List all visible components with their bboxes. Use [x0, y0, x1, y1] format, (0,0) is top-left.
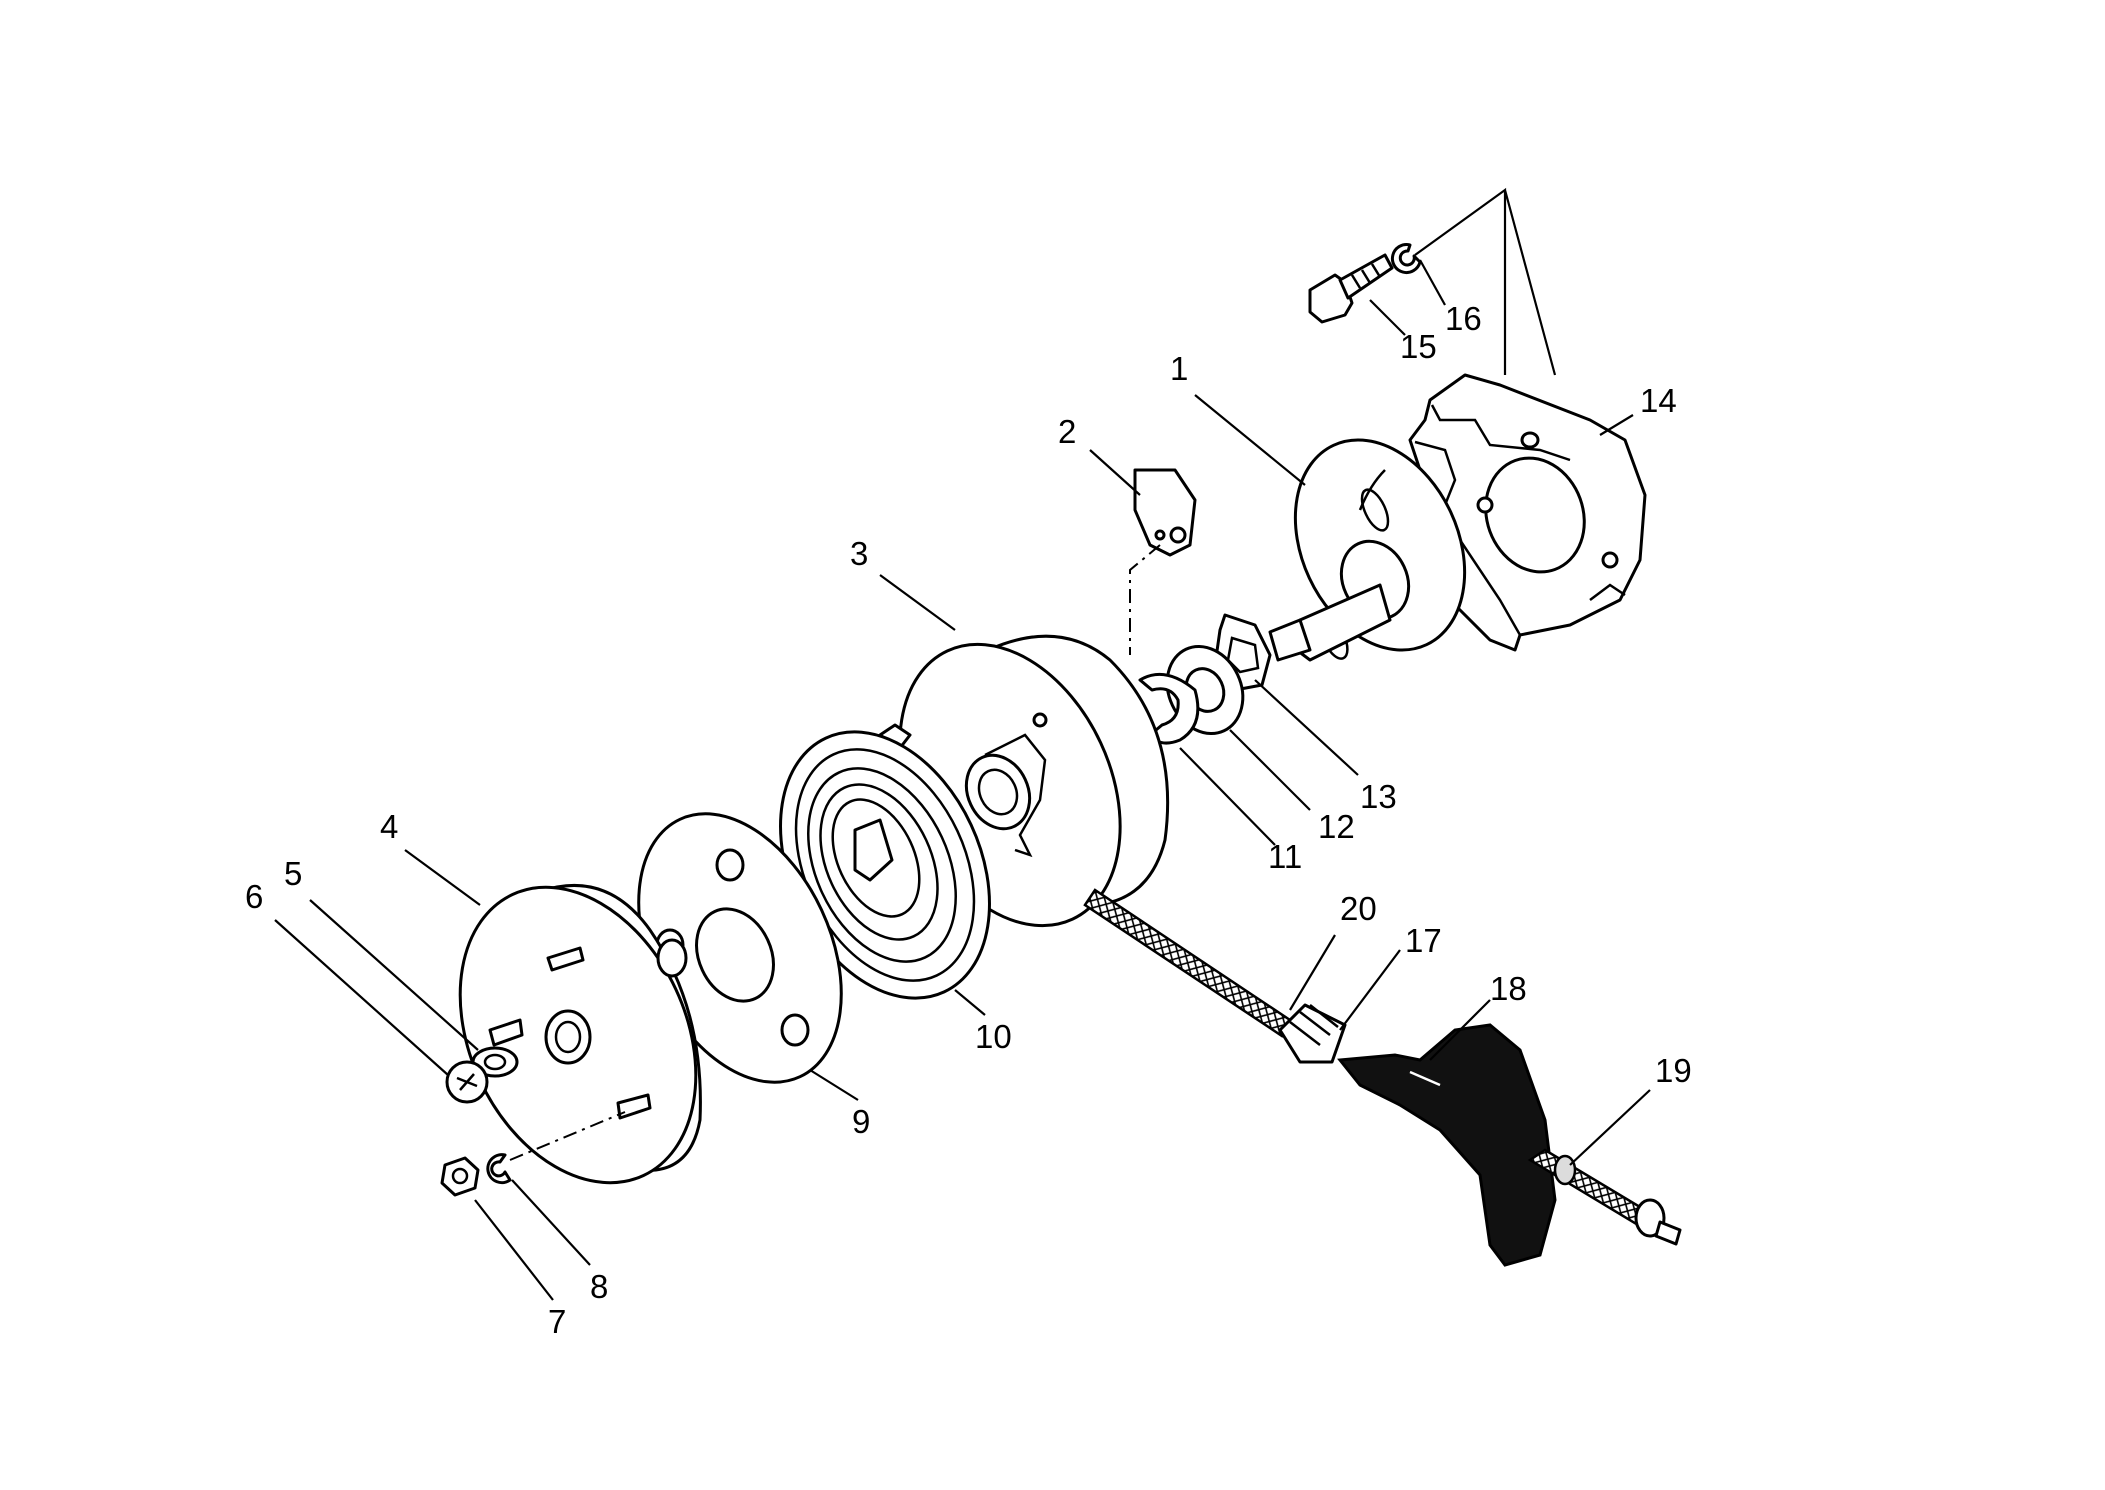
label-part-10: 10 [975, 1018, 1012, 1055]
mounting-bracket-part [1408, 373, 1647, 652]
label-part-11: 11 [1268, 838, 1302, 875]
lock-washer-part [1391, 243, 1422, 275]
starter-rope-part [1083, 888, 1292, 1038]
housing-cover-part [458, 884, 702, 1185]
rope-guide-part [1278, 1003, 1347, 1064]
label-part-8: 8 [590, 1268, 608, 1305]
label-part-12: 12 [1318, 808, 1355, 845]
bolt-part [1308, 253, 1394, 324]
label-part-1: 1 [1170, 350, 1188, 387]
screw-part [445, 1060, 489, 1104]
label-part-2: 2 [1058, 413, 1076, 450]
starter-handle-part [1337, 1023, 1557, 1267]
pulley-plate-part [1268, 438, 1467, 662]
label-part-6: 6 [245, 878, 263, 915]
label-part-16: 16 [1445, 300, 1482, 337]
leader-lines [274, 187, 1651, 1301]
label-part-5: 5 [284, 855, 302, 892]
label-part-15: 15 [1400, 328, 1437, 365]
label-part-7: 7 [548, 1303, 566, 1340]
lock-washer-small-part [486, 1153, 512, 1185]
label-part-19: 19 [1655, 1052, 1692, 1089]
label-part-20: 20 [1340, 890, 1377, 927]
label-part-4: 4 [380, 808, 398, 845]
clip-alignment-line [1129, 544, 1161, 655]
label-part-13: 13 [1360, 778, 1397, 815]
label-part-14: 14 [1640, 382, 1677, 419]
recoil-spring-part [779, 730, 991, 1000]
part-labels: 1 2 3 4 5 6 7 8 9 10 11 12 13 14 15 16 1… [245, 300, 1692, 1340]
label-part-9: 9 [852, 1103, 870, 1140]
label-part-3: 3 [850, 535, 868, 572]
stud-alignment-line [509, 1111, 626, 1161]
clip-part [1133, 468, 1197, 557]
label-part-17: 17 [1405, 922, 1442, 959]
label-part-18: 18 [1490, 970, 1527, 1007]
rope-end-part [1527, 1148, 1682, 1246]
nut-part [440, 1156, 480, 1197]
